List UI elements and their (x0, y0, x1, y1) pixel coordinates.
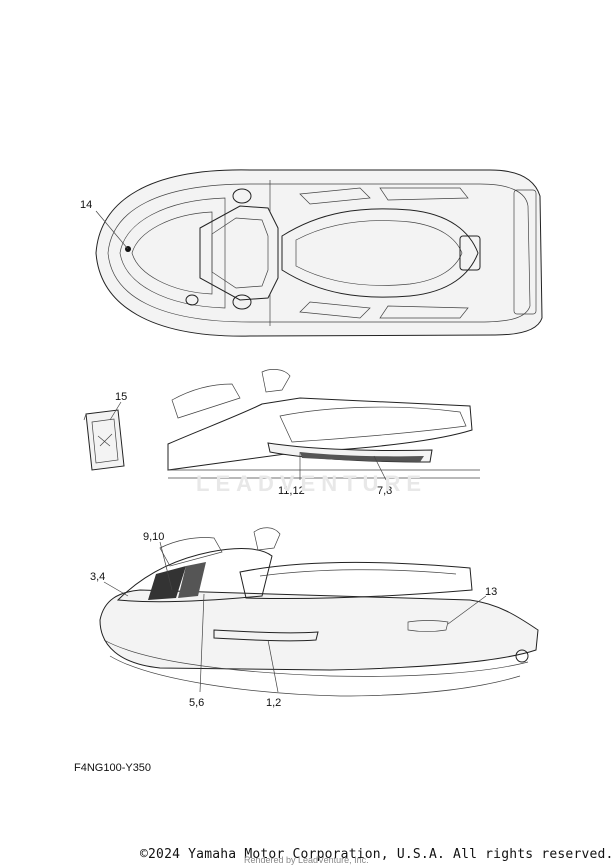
callout-5-6: 5,6 (189, 697, 204, 709)
copyright-notice: ©2024 Yamaha Motor Corporation, U.S.A. A… (140, 847, 614, 862)
callout-15: 15 (115, 391, 127, 403)
callout-1-2: 1,2 (266, 697, 281, 709)
callout-3-4: 3,4 (90, 571, 105, 583)
side-detail-seat-view (167, 369, 480, 479)
top-view-watercraft (95, 169, 543, 337)
callout-13: 13 (485, 586, 497, 598)
callout-11-12: 11,12 (278, 485, 305, 497)
callout-7-8: 7,8 (377, 485, 392, 497)
side-view-watercraft (99, 527, 539, 697)
decal-sheet-part-15 (83, 409, 125, 471)
parts-diagram: 14 15 11,12 7,8 9,10 3,4 13 5,6 1,2 (80, 169, 543, 709)
callout-14: 14 (80, 199, 92, 211)
diagram-code: F4NG100-Y350 (74, 762, 152, 774)
watermark: LEADVENTURE (196, 471, 428, 496)
callout-leaders (95, 210, 487, 693)
callout-9-10: 9,10 (143, 531, 164, 543)
rendered-by-note: Rendered by LeadVenture, Inc. (244, 855, 369, 865)
